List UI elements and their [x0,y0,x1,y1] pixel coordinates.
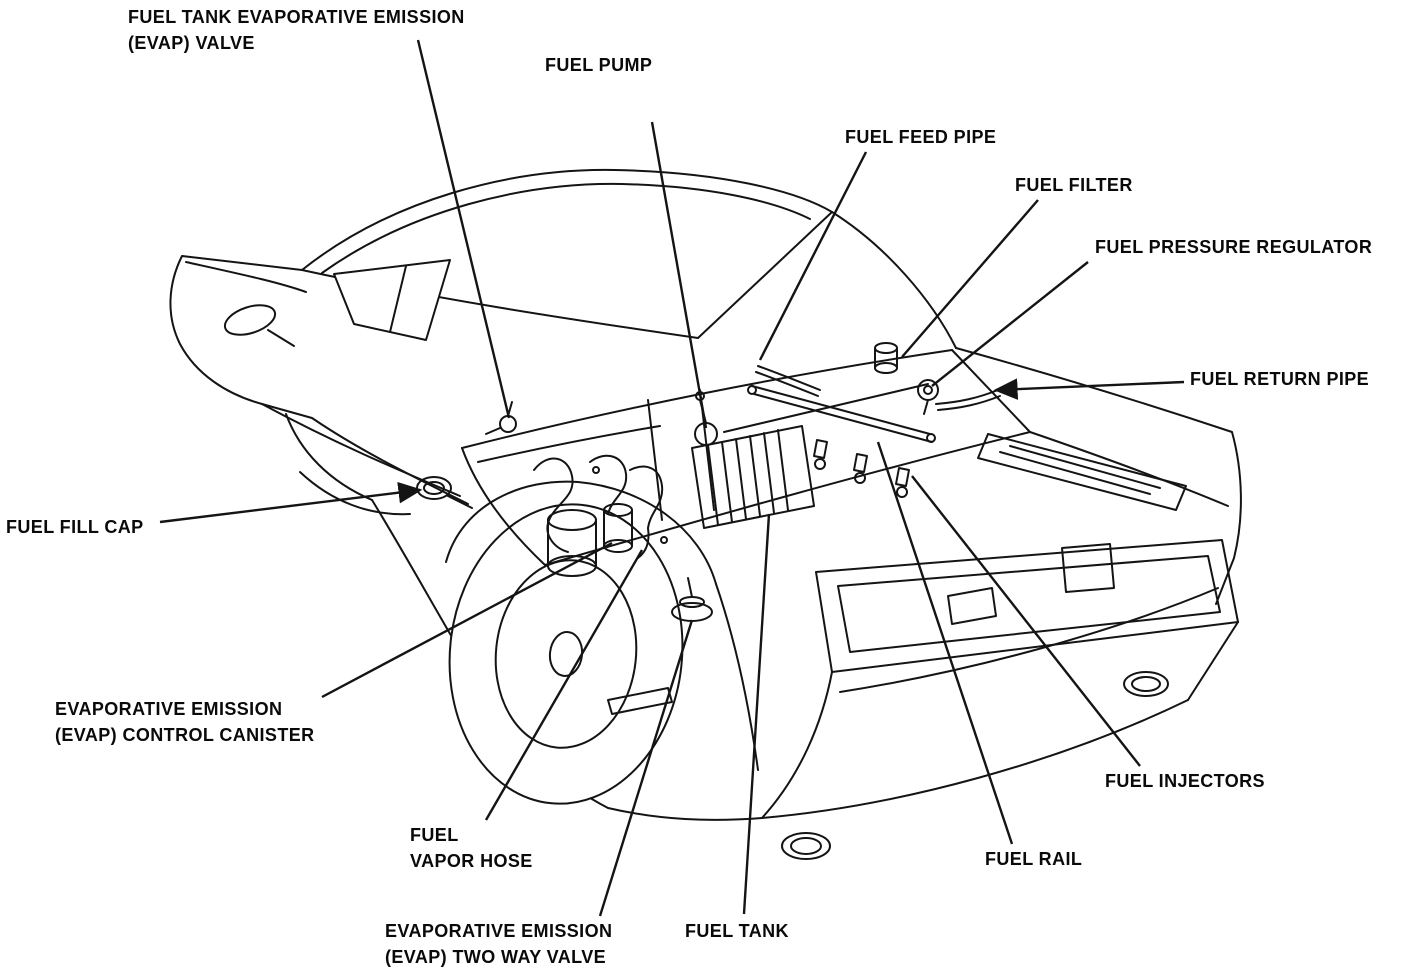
rear-body [607,347,1242,860]
leader-line-fuel-vapor-hose [484,549,644,821]
leader-line-fuel-injectors [911,475,1141,767]
fuel-vapor-hose-part [533,454,664,559]
fuel-rail-part [747,385,936,443]
leader-line-fuel-tank [742,513,771,915]
leader-line-evap-two-way-valve [598,619,694,917]
fuel-pressure-regulator-part [917,379,939,415]
evap-valve-part [485,401,517,435]
fuel-injectors-part [813,439,910,498]
rear-wheel [445,480,763,821]
leader-line-fuel-pump [650,121,708,429]
leader-line-fuel-return-pipe [993,378,1185,400]
leader-line-fuel-feed-pipe [758,151,868,361]
leader-lines [159,39,1185,917]
exhaust-tip [1123,671,1169,697]
evap-canister-part [547,503,633,577]
fuel-filter-part [874,342,898,374]
rear-emblem [1061,543,1115,593]
leader-line-fuel-fill-cap [159,481,423,524]
leader-line-fuel-pressure-regulator [931,261,1089,387]
fuel-feed-pipe-part [755,365,821,397]
side-mirror [223,304,277,336]
leader-line-evap-control-canister [321,541,613,699]
fuel-tank-part [691,425,815,529]
fuel-return-pipe-part [935,389,1001,411]
leader-line-fuel-filter [901,199,1039,358]
exhaust-tip [781,832,831,860]
leader-line-fuel-rail [876,441,1014,845]
deck-vent [977,433,1187,511]
rear-bumper [761,671,833,819]
leader-line-fuel-tank-evap-valve [416,39,511,419]
